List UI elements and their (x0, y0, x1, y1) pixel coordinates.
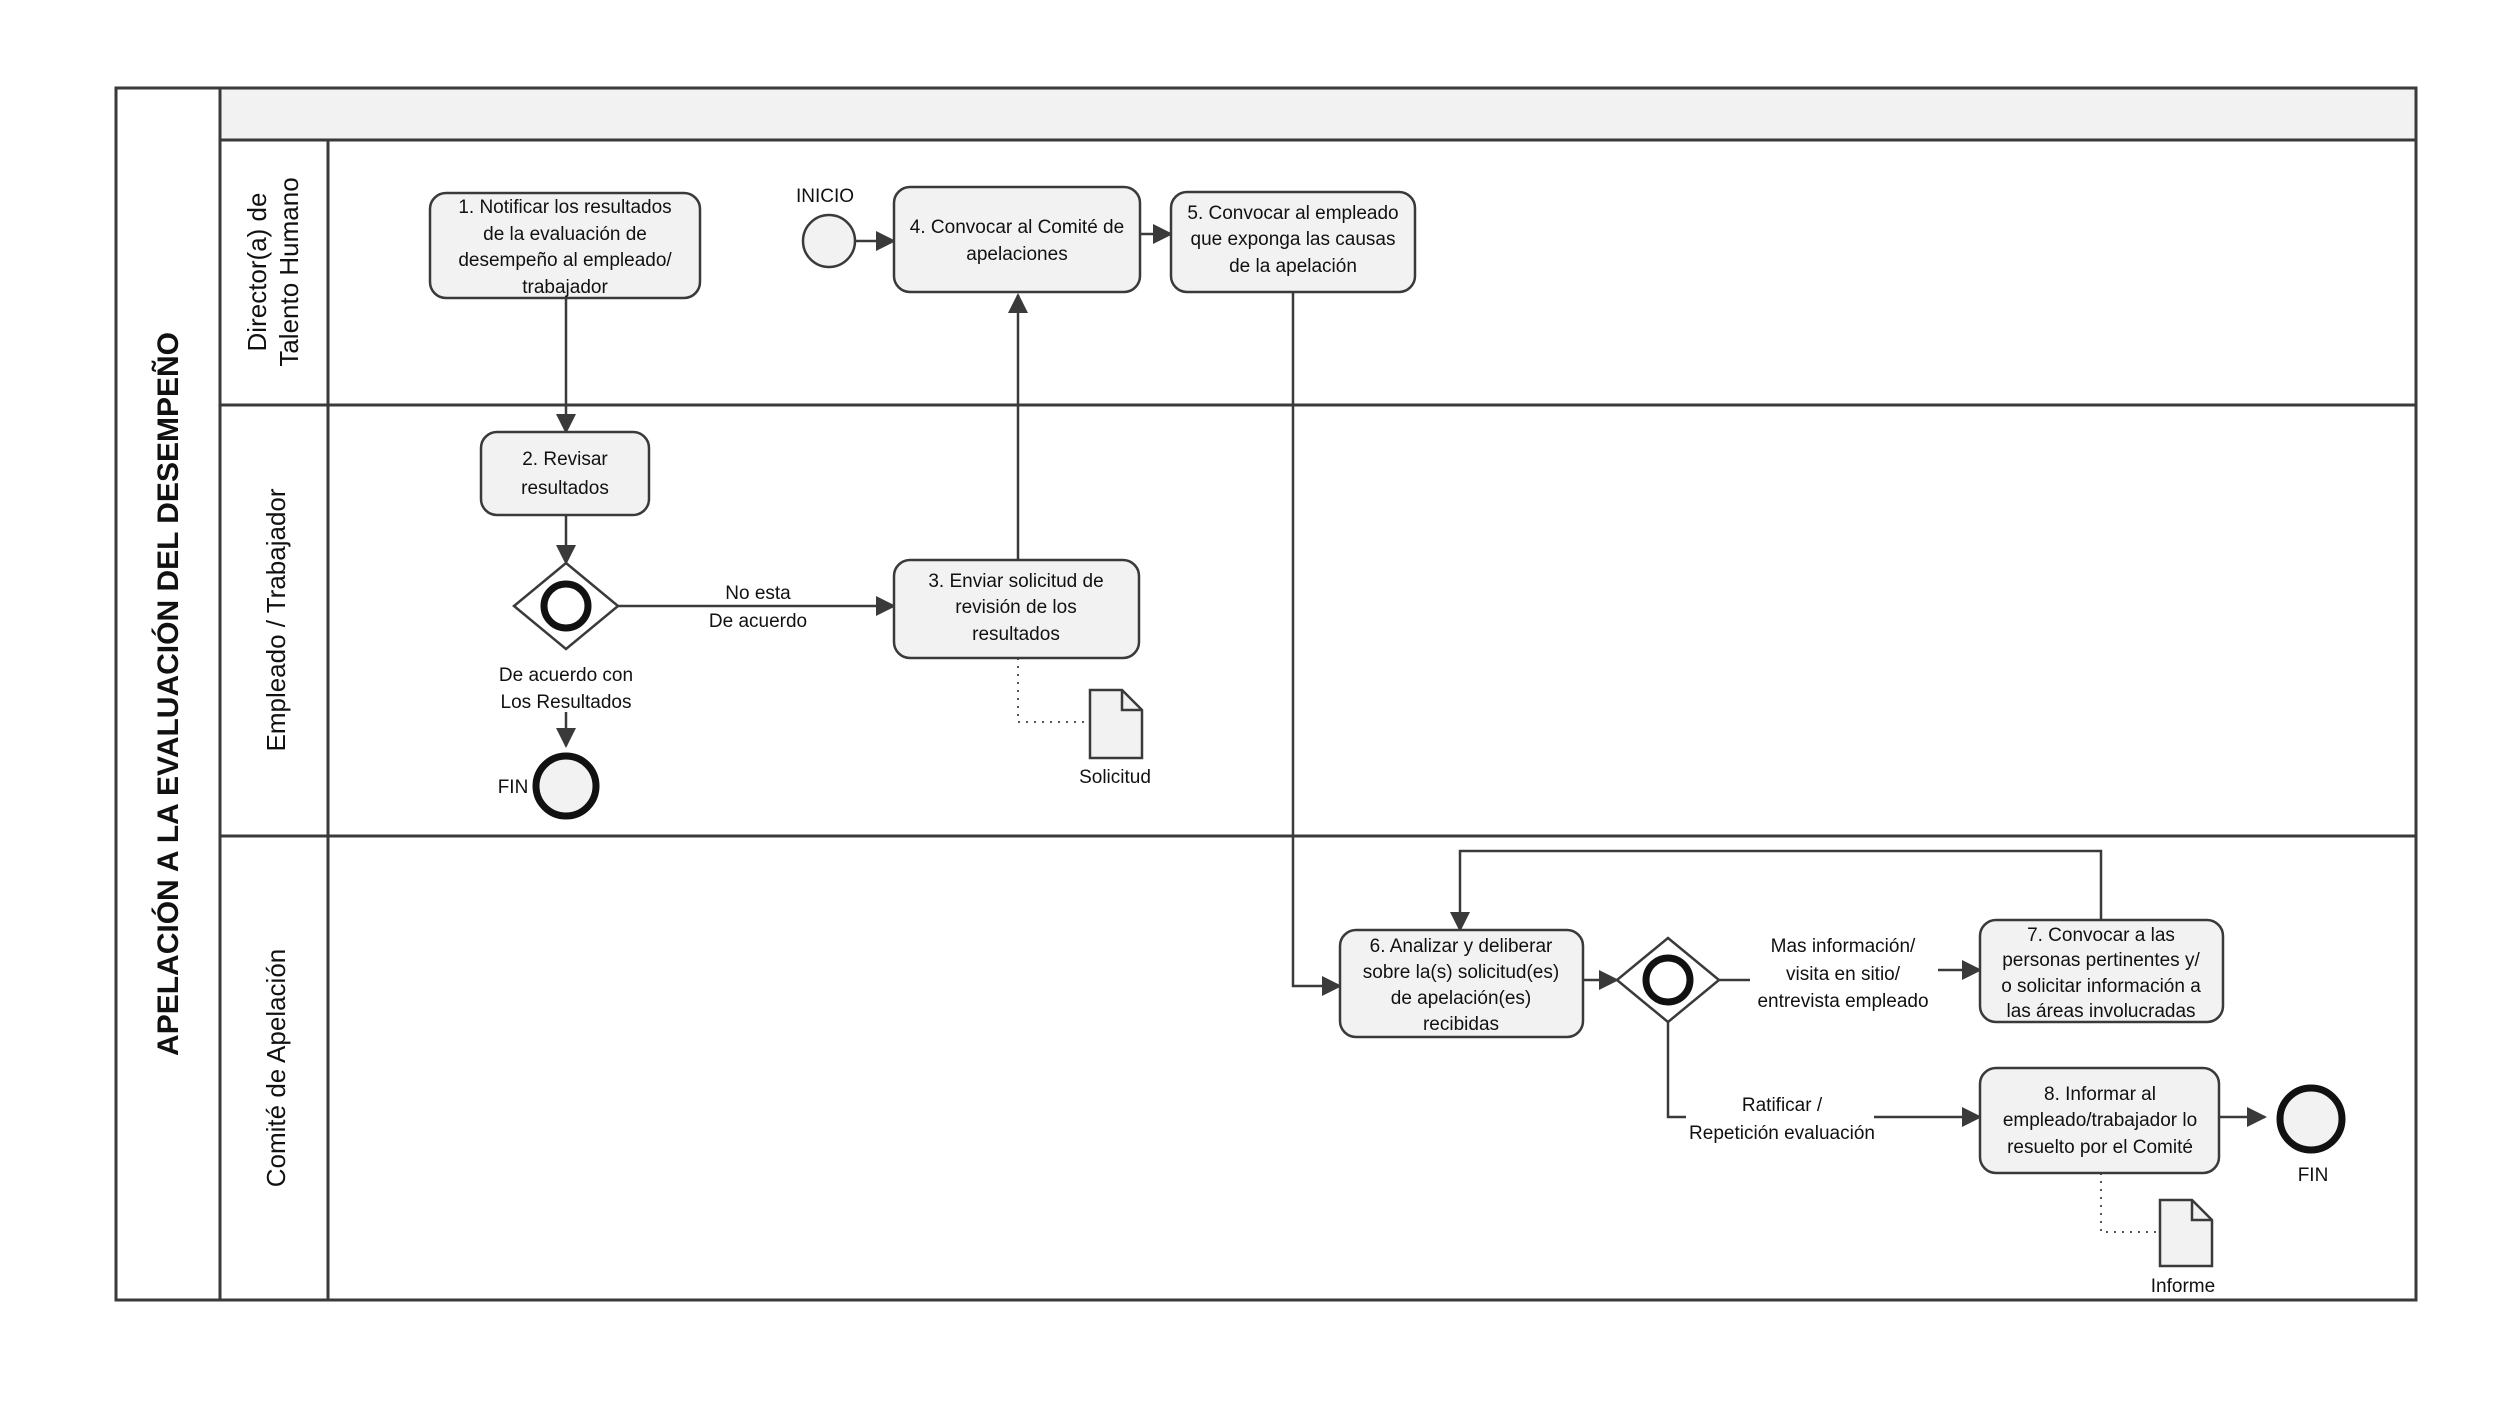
document-solicitud-icon (1088, 688, 1144, 760)
label-more-info-line-1: Mas información/ (1771, 936, 1916, 957)
task-5: 5. Convocar al empleado que exponga las … (1169, 190, 1417, 294)
task-2-line-2: resultados (521, 478, 609, 499)
document-informe-label: Informe (2151, 1276, 2215, 1297)
label-ratify-line-2: Repetición evaluación (1689, 1123, 1875, 1144)
lane-label-director: Director(a) de Talento Humano (242, 177, 304, 366)
label-no-agree-line-1: No esta (725, 583, 791, 604)
task-7: 7. Convocar a las personas pertinentes y… (1978, 918, 2225, 1024)
document-solicitud-label: Solicitud (1079, 767, 1151, 788)
label-more-info-line-3: entrevista empleado (1757, 991, 1928, 1012)
lane-label-empleado: Empleado / Trabajador (261, 488, 291, 751)
task-4: 4. Convocar al Comité de apelaciones (892, 185, 1142, 294)
task-6-line-1: 6. Analizar y deliberar (1370, 936, 1553, 957)
label-agree-line-2: Los Resultados (501, 692, 632, 713)
document-informe-icon (2158, 1198, 2214, 1268)
start-event (801, 213, 857, 269)
lane-label-director-line-1: Director(a) de (242, 193, 272, 352)
task-1-line-3: desempeño al empleado/ (458, 250, 672, 271)
flow-t7-t6 (1450, 849, 2103, 932)
task-3-line-3: resultados (972, 624, 1060, 645)
task-5-line-3: de la apelación (1229, 256, 1357, 277)
flow-t5-t6 (1291, 292, 1342, 996)
association-t8-informe (2100, 1173, 2160, 1233)
task-2-line-1: 2. Revisar (522, 449, 608, 470)
task-4-line-1: 4. Convocar al Comité de (910, 217, 1124, 238)
label-no-agree-line-2: De acuerdo (709, 611, 807, 632)
gateway-employee-decision (512, 561, 620, 651)
label-ratify: Ratificar / Repetición evaluación (1689, 1095, 1875, 1144)
end-event-committee-label: FIN (2298, 1165, 2329, 1186)
task-1: 1. Notificar los resultados de la evalua… (428, 191, 702, 300)
task-8-line-3: resuelto por el Comité (2007, 1137, 2193, 1158)
association-t3-solicitud (1017, 658, 1090, 723)
task-3-line-2: revisión de los (955, 597, 1076, 618)
task-1-line-4: trabajador (522, 277, 608, 298)
label-ratify-line-1: Ratificar / (1742, 1095, 1823, 1116)
pool-header (218, 86, 2418, 142)
task-7-line-1: 7. Convocar a las (2027, 925, 2175, 946)
label-more-info-line-2: visita en sitio/ (1786, 964, 1901, 985)
task-1-line-2: de la evaluación de (483, 224, 647, 245)
task-5-line-2: que exponga las causas (1191, 229, 1396, 250)
end-event-committee (2276, 1084, 2346, 1154)
task-6-line-2: sobre la(s) solicitud(es) (1363, 962, 1559, 983)
task-4-line-2: apelaciones (966, 244, 1067, 265)
lane-label-director-line-2: Talento Humano (274, 177, 304, 366)
task-8: 8. Informar al empleado/trabajador lo re… (1978, 1066, 2221, 1175)
task-6-line-3: de apelación(es) (1391, 988, 1531, 1009)
label-more-info: Mas información/ visita en sitio/ entrev… (1757, 936, 1928, 1012)
label-no-agree: No esta De acuerdo (709, 583, 807, 632)
task-7-line-4: las áreas involucradas (2006, 1001, 2195, 1022)
task-2: 2. Revisar resultados (479, 430, 651, 517)
label-agree: De acuerdo con Los Resultados (499, 665, 633, 713)
task-5-line-1: 5. Convocar al empleado (1187, 203, 1398, 224)
pool-title: APELACIÓN A LA EVALUACIÓN DEL DESEMPEÑO (151, 332, 185, 1056)
task-8-line-1: 8. Informar al (2044, 1084, 2156, 1105)
task-7-line-2: personas pertinentes y/ (2002, 950, 2200, 971)
start-event-label: INICIO (796, 186, 854, 207)
task-7-line-3: o solicitar información a (2001, 976, 2201, 997)
end-event-employee (532, 752, 600, 820)
task-3-line-1: 3. Enviar solicitud de (928, 571, 1103, 592)
end-event-employee-label: FIN (498, 777, 529, 798)
task-6: 6. Analizar y deliberar sobre la(s) soli… (1338, 928, 1585, 1039)
gateway-committee-decision (1615, 936, 1721, 1024)
task-3: 3. Enviar solicitud de revisión de los r… (892, 558, 1141, 660)
task-1-line-1: 1. Notificar los resultados (458, 197, 671, 218)
label-agree-line-1: De acuerdo con (499, 665, 633, 686)
task-6-line-4: recibidas (1423, 1014, 1499, 1035)
task-8-line-2: empleado/trabajador lo (2003, 1110, 2197, 1131)
flow-gateway2-t8-start (1666, 1022, 1686, 1119)
lane-label-comite: Comité de Apelación (261, 949, 291, 1187)
